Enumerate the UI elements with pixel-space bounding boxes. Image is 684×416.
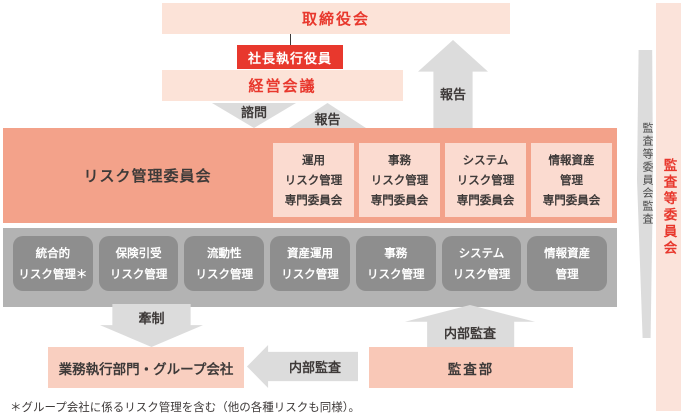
function-line: 保険引受 bbox=[115, 245, 162, 260]
subcommittee-line: リスク管理 bbox=[284, 172, 343, 187]
function-line: 流動性 bbox=[207, 245, 242, 260]
function-administrative-risk: 事務 リスク管理 bbox=[355, 236, 436, 291]
board-of-directors-label: 取締役会 bbox=[301, 10, 370, 28]
audit-committee-label: 監査等委員会 bbox=[660, 157, 677, 257]
internal-audit-up-label: 内部監査 bbox=[443, 327, 496, 342]
execution-departments-label: 業務執行部門・グループ会社 bbox=[58, 361, 234, 378]
president-executive-officer-label: 社長執行役員 bbox=[247, 51, 332, 67]
function-line: 事務 bbox=[384, 245, 408, 260]
function-asset-management-risk: 資産運用 リスク管理 bbox=[270, 236, 350, 291]
function-line: システム bbox=[458, 245, 505, 260]
function-line: リスク管理 bbox=[195, 266, 254, 281]
audit-department-box: 監査部 bbox=[369, 347, 573, 388]
function-line: 管理 bbox=[555, 266, 579, 281]
function-underwriting-risk: 保険引受 リスク管理 bbox=[98, 236, 179, 291]
function-line: 統合的 bbox=[35, 245, 71, 260]
audit-committee-scope-bar bbox=[637, 50, 653, 338]
board-president-connector-line bbox=[290, 34, 291, 45]
president-executive-officer-box: 社長執行役員 bbox=[237, 45, 343, 69]
function-integrated-risk: 統合的 リスク管理＊ bbox=[13, 236, 93, 291]
check-arrow-label: 牽制 bbox=[138, 312, 165, 327]
subcommittee-line: 運用 bbox=[302, 152, 325, 167]
audit-department-label: 監査部 bbox=[447, 361, 495, 378]
function-system-risk: システム リスク管理 bbox=[441, 236, 522, 291]
subcommittee-line: 専門委員会 bbox=[284, 193, 343, 208]
report-arrow-large-label: 報告 bbox=[439, 88, 466, 103]
subcommittee-row: 運用 リスク管理 専門委員会 事務 リスク管理 専門委員会 システム リスク管理… bbox=[273, 143, 612, 217]
subcommittee-line: 事務 bbox=[388, 152, 411, 167]
subcommittee-information-asset: 情報資産 管理 専門委員会 bbox=[531, 143, 612, 217]
management-council-bar: 経営会議 bbox=[162, 70, 403, 101]
footnote: ＊グループ会社に係るリスク管理を含む（他の各種リスクも同様）。 bbox=[10, 400, 361, 414]
subcommittee-line: 専門委員会 bbox=[370, 193, 429, 208]
internal-audit-left-label: 内部監査 bbox=[288, 361, 341, 376]
management-council-label: 経営会議 bbox=[248, 77, 317, 95]
function-line: リスク管理 bbox=[109, 266, 168, 281]
function-liquidity-risk: 流動性 リスク管理 bbox=[184, 236, 265, 291]
subcommittee-line: 専門委員会 bbox=[456, 193, 515, 208]
subcommittee-line: 情報資産 bbox=[548, 152, 595, 167]
subcommittee-system-risk: システム リスク管理 専門委員会 bbox=[445, 143, 526, 217]
subcommittee-line: システム bbox=[462, 152, 509, 167]
audit-committee-bar: 監査等委員会 bbox=[656, 3, 681, 411]
function-line: 情報資産 bbox=[544, 245, 591, 260]
audit-committee-scope-label: 監査等委員会監査 bbox=[641, 122, 654, 226]
subcommittee-line: 管理 bbox=[560, 172, 583, 187]
function-information-asset: 情報資産 管理 bbox=[527, 236, 608, 291]
function-line: リスク管理 bbox=[366, 266, 425, 281]
subcommittee-line: 専門委員会 bbox=[542, 193, 601, 208]
risk-function-band: 統合的 リスク管理＊ 保険引受 リスク管理 流動性 リスク管理 資産運用 リスク… bbox=[3, 228, 617, 307]
subcommittee-administrative-risk: 事務 リスク管理 専門委員会 bbox=[359, 143, 440, 217]
consultation-arrow-label: 諮問 bbox=[240, 106, 267, 121]
report-arrow-small-label: 報告 bbox=[314, 113, 341, 128]
function-line: リスク管理 bbox=[281, 266, 339, 281]
subcommittee-line: リスク管理 bbox=[370, 172, 429, 187]
function-line: 資産運用 bbox=[287, 245, 334, 260]
board-of-directors-bar: 取締役会 bbox=[162, 3, 510, 34]
internal-audit-left-arrow bbox=[247, 345, 358, 388]
subcommittee-line: リスク管理 bbox=[456, 172, 515, 187]
subcommittee-operation-risk: 運用 リスク管理 専門委員会 bbox=[273, 143, 354, 217]
execution-departments-box: 業務執行部門・グループ会社 bbox=[48, 347, 244, 388]
function-line: リスク管理＊ bbox=[18, 266, 88, 281]
function-line: リスク管理 bbox=[452, 266, 511, 281]
risk-management-committee-label: リスク管理委員会 bbox=[83, 167, 212, 185]
